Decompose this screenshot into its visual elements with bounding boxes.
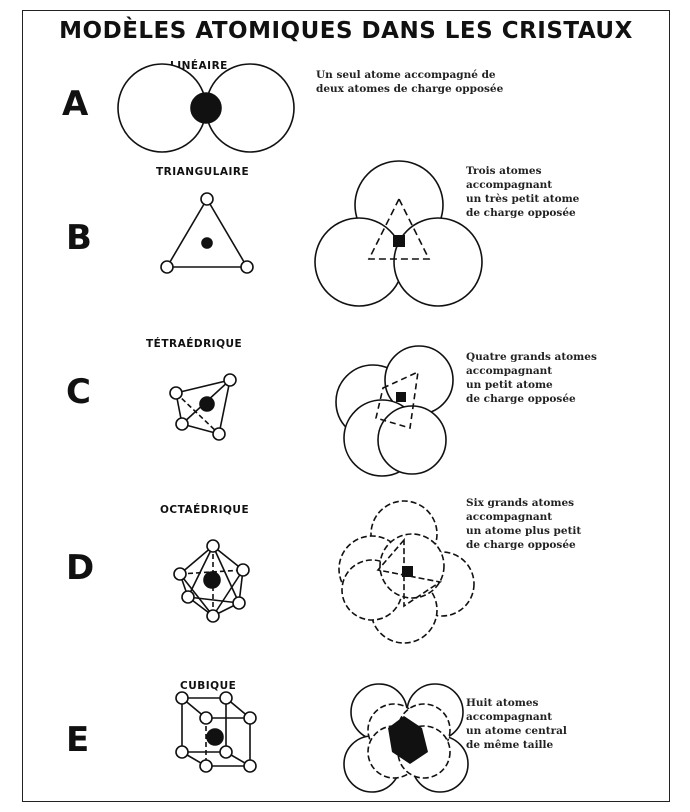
description-cubique: Huit atomes accompagnant un atome centra… — [466, 697, 567, 751]
label-tetraedrique: TÉTRAÉDRIQUE — [146, 338, 243, 350]
row-letter-a: A — [62, 84, 89, 124]
octahedral-packing-model — [338, 500, 475, 644]
figure-frame — [22, 10, 670, 802]
label-octaedrique: OCTAÉDRIQUE — [160, 504, 250, 516]
row-letter-c: C — [66, 372, 91, 412]
triangular-packing-model — [314, 160, 483, 307]
tetrahedral-stick-model — [169, 373, 237, 441]
cubic-stick-model — [175, 691, 257, 773]
description-lineaire: Un seul atome accompagné de deux atomes … — [316, 69, 504, 95]
description-tetraedrique: Quatre grands atomes accompagnant un pet… — [466, 351, 597, 405]
label-lineaire: LINÉAIRE — [170, 60, 228, 72]
octahedral-stick-model — [173, 539, 250, 623]
central-atom — [190, 92, 222, 124]
linear-model — [117, 63, 295, 153]
label-cubique: CUBIQUE — [180, 680, 237, 692]
description-triangulaire: Trois atomes accompagnant un très petit … — [466, 165, 580, 219]
row-letter-e: E — [66, 720, 90, 760]
row-letter-b: B — [66, 218, 92, 258]
figure-title: MODÈLES ATOMIQUES DANS LES CRISTAUX — [59, 18, 633, 44]
description-octaedrique: Six grands atomes accompagnant un atome … — [466, 497, 582, 551]
label-triangulaire: TRIANGULAIRE — [156, 166, 250, 178]
row-letter-d: D — [66, 548, 95, 588]
cubic-packing-model — [343, 683, 469, 793]
tetrahedral-packing-model — [335, 345, 454, 477]
triangular-stick-model — [160, 192, 254, 274]
